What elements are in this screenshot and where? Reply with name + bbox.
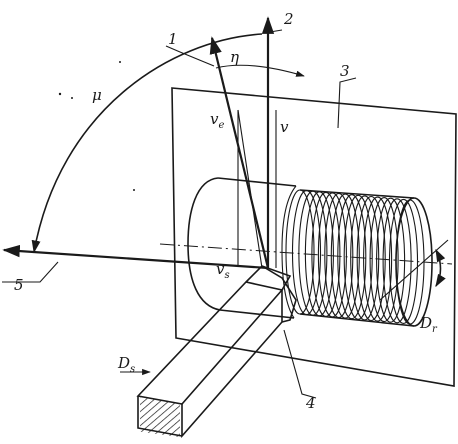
thread-ring <box>376 197 406 323</box>
vector-ve-parallel <box>237 109 263 269</box>
label-v: v <box>280 118 289 136</box>
label-mu: μ <box>92 86 102 104</box>
callout-1: 1 <box>168 30 178 48</box>
thread-top-edge <box>299 189 415 199</box>
vector-ve <box>209 36 270 269</box>
callout-4: 4 <box>305 394 316 412</box>
label-eta: η <box>230 48 239 66</box>
callout-2: 2 <box>283 10 294 28</box>
callout-5: 5 <box>14 276 24 294</box>
thread-ring <box>369 197 399 323</box>
angle-mu-arc <box>31 33 263 254</box>
decor-dots <box>58 61 135 191</box>
thread-ring <box>356 195 386 322</box>
cutting-tool <box>136 265 297 439</box>
vector-vs <box>2 244 269 270</box>
thread-ring <box>343 194 373 320</box>
leader-lines <box>2 29 357 399</box>
thread-end-face <box>395 197 433 327</box>
thread-ring <box>350 195 380 321</box>
label-vs: vs <box>216 260 230 281</box>
workpiece-axis <box>159 243 453 265</box>
label-ds: Ds <box>117 354 135 375</box>
workpiece-cylinder <box>187 177 297 319</box>
callout-3: 3 <box>340 62 350 80</box>
rotation-arrow <box>379 239 449 301</box>
angle-eta-arc <box>215 64 305 77</box>
thread-bottom-edge <box>299 313 415 327</box>
thread-ring <box>363 196 393 322</box>
label-ve: ve <box>210 110 224 131</box>
working-plane <box>171 87 457 387</box>
label-dr: Dr <box>419 314 438 335</box>
